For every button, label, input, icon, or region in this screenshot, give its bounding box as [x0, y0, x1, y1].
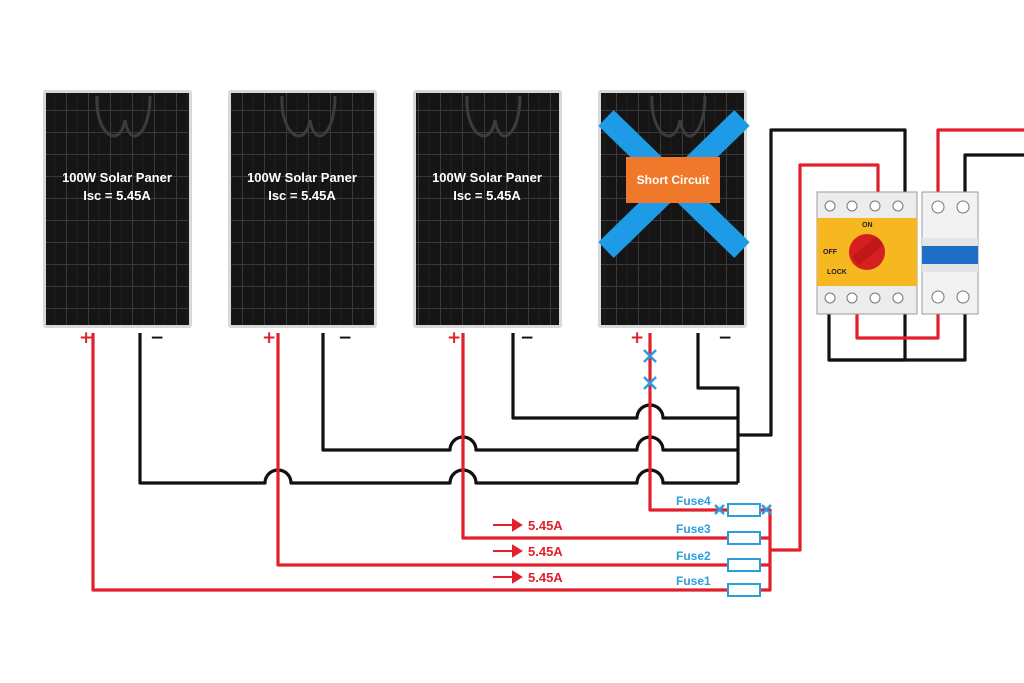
dc-isolator-switch: ON OFF LOCK: [816, 191, 918, 315]
break-x-mark: [761, 504, 772, 515]
minus-sign: −: [718, 328, 732, 348]
neg-switch-to-breaker: [827, 310, 907, 362]
current-label-3: 5.45A: [528, 518, 563, 533]
break-x-mark: [714, 504, 725, 515]
cable-loop-icon: [95, 95, 152, 138]
panel-isc: Isc = 5.45A: [268, 188, 336, 203]
terminal-screws-top: [824, 200, 904, 212]
break-x-mark: [643, 376, 657, 390]
pos-switch-to-breaker: [855, 310, 940, 340]
fuse-label-1: Fuse1: [676, 574, 711, 588]
pos-breaker-in: [936, 128, 1024, 195]
fuse-4: [727, 503, 761, 517]
neg-bus-to-switch: [738, 128, 907, 437]
breaker-screws-bottom: [931, 290, 970, 304]
minus-sign: −: [338, 328, 352, 348]
solar-panel-1: 100W Solar Paner Isc = 5.45A: [43, 90, 192, 328]
minus-sign: −: [520, 328, 534, 348]
plus-sign: +: [262, 328, 276, 348]
current-arrow: [493, 518, 523, 532]
current-arrow: [493, 570, 523, 584]
break-marks: [643, 349, 772, 515]
pos-wire-panel1: [91, 333, 728, 592]
fuse-2: [727, 558, 761, 572]
fuse-label-2: Fuse2: [676, 549, 711, 563]
current-label-1: 5.45A: [528, 570, 563, 585]
panel-title: 100W Solar Paner: [247, 170, 357, 185]
panel-isc: Isc = 5.45A: [453, 188, 521, 203]
positive-wiring: [91, 128, 1024, 592]
cable-loop-icon: [650, 95, 707, 138]
fuse-3: [727, 531, 761, 545]
plus-sign: +: [630, 328, 644, 348]
fuses: [727, 503, 761, 597]
switch-off-label: OFF: [823, 249, 838, 256]
breaker-screws-top: [931, 200, 970, 214]
fuse-label-3: Fuse3: [676, 522, 711, 536]
pos-wire-panel3: [461, 333, 728, 540]
panel-isc: Isc = 5.45A: [83, 188, 151, 203]
neg-wire-panel4: [696, 333, 740, 483]
current-arrows: [493, 518, 523, 584]
neg-breaker-in: [963, 153, 1024, 195]
switch-lock-label: LOCK: [827, 269, 847, 276]
solar-panel-4: Short Circuit: [598, 90, 750, 328]
pos-wire-panel2: [276, 333, 728, 567]
solar-panel-2: 100W Solar Paner Isc = 5.45A: [228, 90, 377, 328]
dc-circuit-breaker: [921, 191, 979, 315]
fuse-label-4: Fuse4: [676, 494, 711, 508]
neg-breaker-out: [829, 310, 967, 362]
current-label-2: 5.45A: [528, 544, 563, 559]
rotary-handle-icon: [849, 234, 885, 270]
short-circuit-box: [626, 157, 720, 203]
cable-loop-icon: [280, 95, 337, 138]
plus-sign: +: [79, 328, 93, 348]
neg-wire-panel2: [321, 333, 738, 452]
solar-panel-3: 100W Solar Paner Isc = 5.45A: [413, 90, 562, 328]
breaker-toggle-icon: [922, 246, 978, 264]
cable-loop-icon: [465, 95, 522, 138]
pos-bus-to-switch: [770, 163, 880, 552]
break-x-mark: [643, 349, 657, 363]
plus-sign: +: [447, 328, 461, 348]
terminal-screws-bottom: [824, 292, 904, 304]
panel-title: 100W Solar Paner: [62, 170, 172, 185]
panel-title: 100W Solar Paner: [432, 170, 542, 185]
minus-sign: −: [150, 328, 164, 348]
short-circuit-label: Short Circuit: [637, 173, 710, 187]
fuse-1: [727, 583, 761, 597]
polarity-markers: + − + − + − + −: [79, 328, 732, 348]
pos-fuse-bus: [760, 508, 772, 592]
switch-on-label: ON: [862, 222, 873, 229]
current-arrow: [493, 544, 523, 558]
neg-wire-panel3: [511, 333, 738, 420]
pos-wire-panel4: [648, 333, 728, 512]
